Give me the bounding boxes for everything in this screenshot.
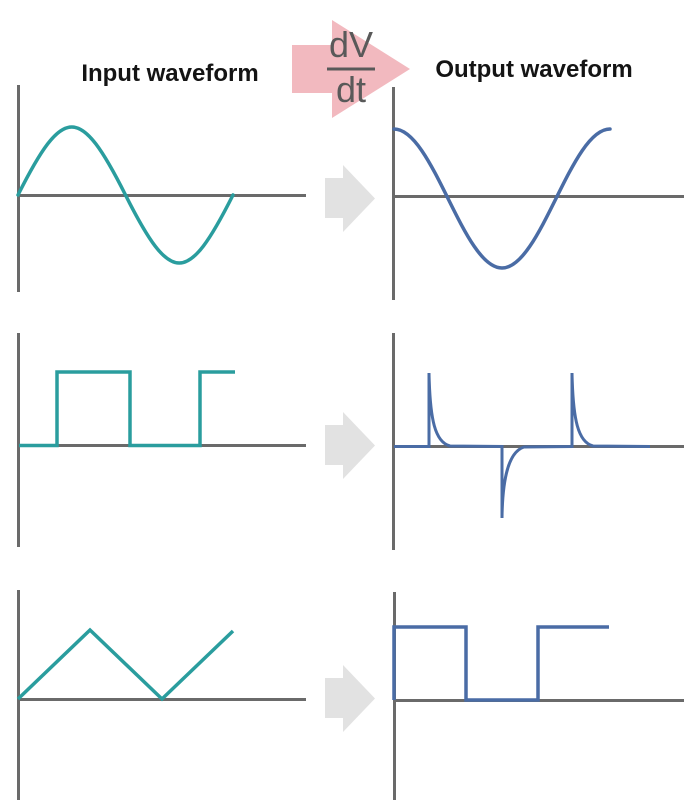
input-square-pulse-plot	[17, 333, 306, 547]
output-spikes-plot	[392, 333, 684, 550]
square-pulse-wave	[19, 370, 235, 448]
row3-transform-arrow	[325, 665, 375, 732]
triangle-wave	[16, 627, 235, 702]
dv-numerator-label: dV	[329, 24, 373, 65]
input-waveform-title: Input waveform	[81, 60, 259, 87]
gray-right-arrow-icon	[325, 165, 375, 232]
cosine-wave	[392, 127, 612, 270]
gray-right-arrow-icon	[325, 665, 375, 732]
input-sine-plot	[16, 85, 306, 292]
spike-wave	[394, 372, 651, 519]
input-triangle-plot	[16, 590, 306, 800]
sine-wave	[16, 125, 235, 265]
gray-right-arrow-icon	[325, 412, 375, 479]
output-cosine-plot	[392, 87, 684, 300]
derivative-arrow-graphic: dV dt	[292, 20, 410, 118]
dt-denominator-label: dt	[336, 69, 366, 110]
row1-transform-arrow	[325, 165, 375, 232]
output-square-plot	[392, 592, 684, 800]
row2-transform-arrow	[325, 412, 375, 479]
output-waveform-title: Output waveform	[435, 56, 633, 83]
square-wave	[392, 625, 609, 702]
